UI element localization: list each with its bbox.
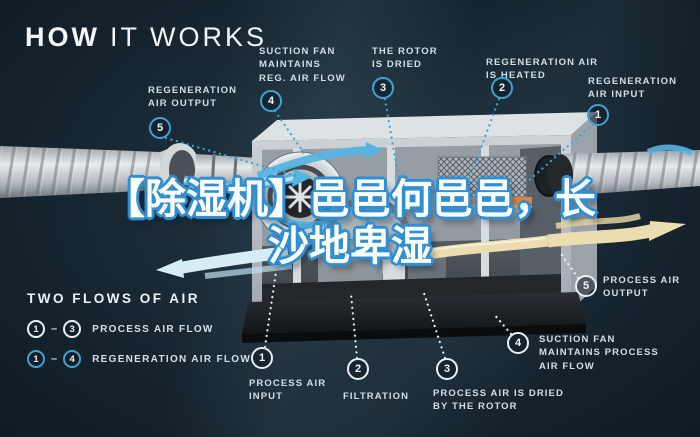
legend-dash: – xyxy=(51,323,58,335)
badge-number: 2 xyxy=(354,363,362,375)
badge-number: 3 xyxy=(379,82,387,94)
callout-label-suction-fan-process: SUCTION FAN MAINTAINS PROCESS AIR FLOW xyxy=(539,334,659,372)
badge-number: 4 xyxy=(514,337,522,349)
callout-badge-process-5: 5 xyxy=(575,275,597,297)
callout-badge-process-2: 2 xyxy=(347,358,369,380)
right-duct xyxy=(547,150,700,196)
callout-badge-regeneration-2: 2 xyxy=(491,77,513,99)
callout-label-process-air-output: PROCESS AIR OUTPUT xyxy=(603,275,681,300)
legend-circle-regeneration-to: 4 xyxy=(63,350,82,368)
callout-badge-process-1: 1 xyxy=(251,347,273,369)
callout-badge-process-4: 4 xyxy=(507,332,529,354)
callout-badge-regeneration-5: 5 xyxy=(149,117,171,139)
callout-badge-regeneration-1: 1 xyxy=(587,104,609,126)
callout-label-regeneration-air-input: REGENERATION AIR INPUT xyxy=(588,76,678,101)
regeneration-air-arrows xyxy=(156,142,694,279)
badge-number: 1 xyxy=(594,109,602,121)
badge-number: 2 xyxy=(498,82,506,94)
page-title-strong: HOW xyxy=(25,22,100,52)
callout-label-regeneration-air-output: REGENERATION AIR OUTPUT xyxy=(148,85,238,110)
legend-circle-regeneration-from: 1 xyxy=(27,350,45,368)
callout-badge-regeneration-4: 4 xyxy=(260,90,282,112)
badge-number: 4 xyxy=(267,95,275,107)
legend-row-process: 1 – 3 PROCESS AIR FLOW xyxy=(27,320,214,338)
left-duct xyxy=(0,143,258,198)
legend-label-regeneration: REGENERATION AIR FLOW xyxy=(92,353,252,365)
badge-number: 5 xyxy=(582,280,590,292)
legend-circle-process-from: 1 xyxy=(27,320,45,338)
process-air-arrows xyxy=(427,213,686,260)
badge-number: 3 xyxy=(443,363,451,375)
callout-label-filtration: FILTRATION xyxy=(343,391,410,402)
regeneration-leader-lines xyxy=(164,97,595,199)
chinese-headline-line2: 沙地卑湿 xyxy=(268,223,432,269)
process-leader-lines xyxy=(263,249,580,360)
chinese-headline-overlay: 【除湿机】邑邑何邑邑，长 沙地卑湿 xyxy=(40,176,660,270)
page-title-light: IT WORKS xyxy=(109,22,267,52)
callout-label-rotor-is-dried: THE ROTOR IS DRIED xyxy=(372,46,438,71)
callout-label-process-air-input: PROCESS AIR INPUT xyxy=(249,378,327,403)
badge-number: 1 xyxy=(258,352,266,364)
badge-number: 5 xyxy=(156,122,164,134)
legend-row-regeneration: 1 – 4 REGENERATION AIR FLOW xyxy=(27,350,251,368)
callout-badge-process-3: 3 xyxy=(436,358,458,380)
legend-circle-process-to: 3 xyxy=(63,320,82,338)
chinese-headline-line1: 【除湿机】邑邑何邑邑，长 xyxy=(104,176,596,222)
callout-label-regeneration-air-heated: REGENERATION AIR IS HEATED xyxy=(486,57,599,82)
legend-dash: – xyxy=(51,353,58,365)
legend-title: TWO FLOWS OF AIR xyxy=(27,291,200,306)
page-title: HOW IT WORKS xyxy=(25,22,267,53)
callout-badge-regeneration-3: 3 xyxy=(372,77,394,99)
machine-body xyxy=(242,112,597,343)
callout-label-process-air-dried: PROCESS AIR IS DRIED BY THE ROTOR xyxy=(433,388,564,413)
callout-label-suction-fan-reg: SUCTION FAN MAINTAINS REG. AIR FLOW xyxy=(259,46,346,84)
legend-label-process: PROCESS AIR FLOW xyxy=(92,323,214,335)
